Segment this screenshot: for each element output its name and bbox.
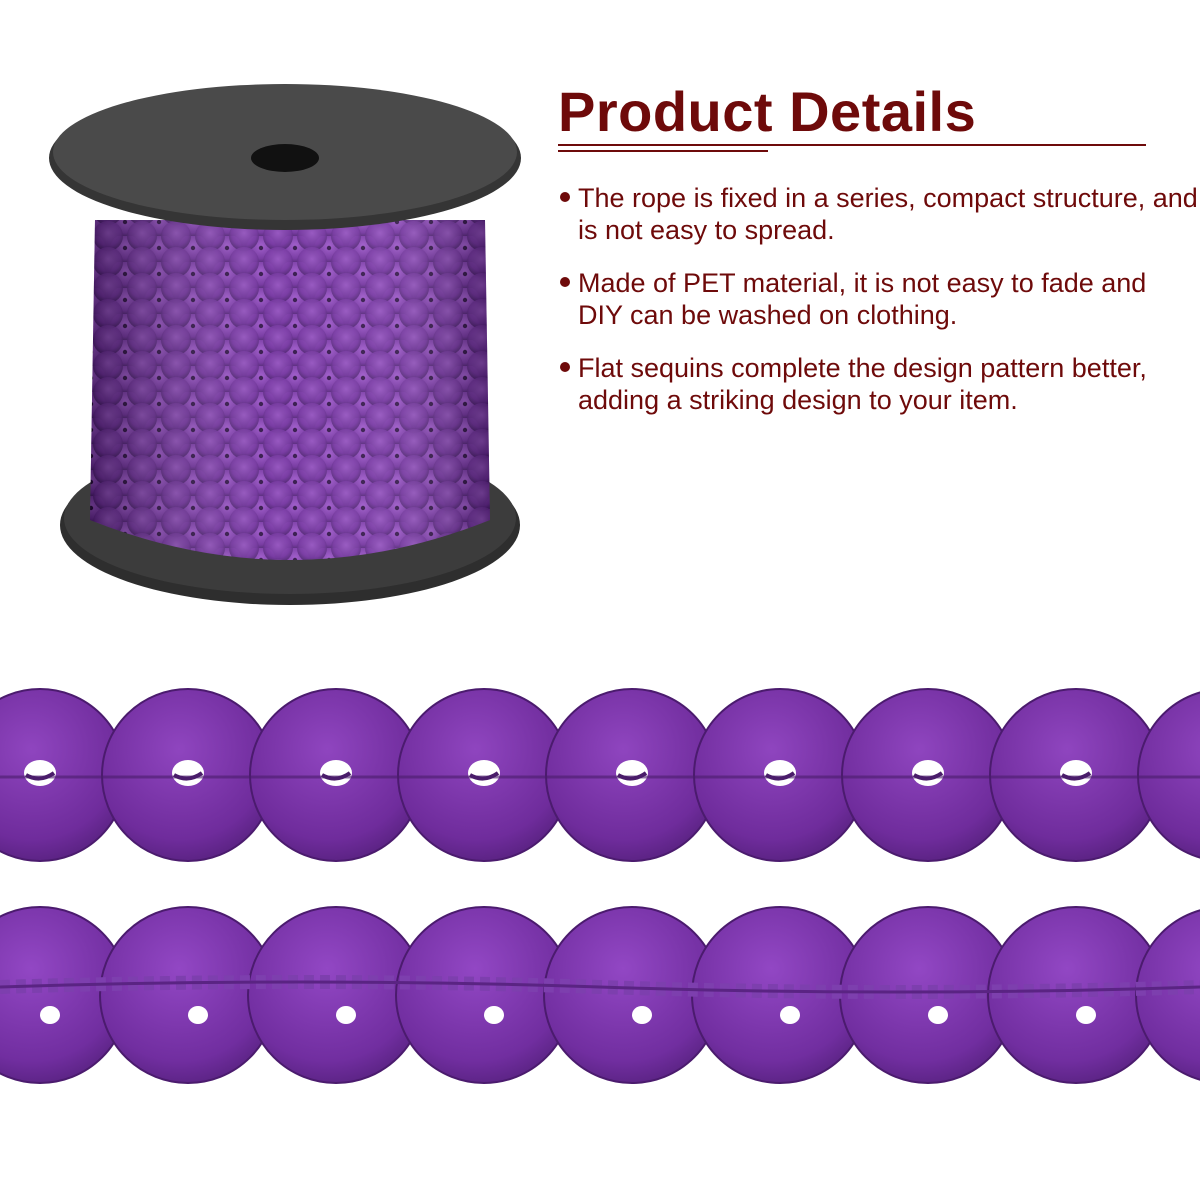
product-details-panel: Product Details The rope is fixed in a s…	[558, 80, 1198, 415]
sequin-disc	[249, 688, 423, 862]
feature-item: Flat sequins complete the design pattern…	[558, 352, 1198, 416]
rope-core	[0, 980, 1200, 994]
bullet-dot-icon	[560, 277, 570, 287]
product-details-heading: Product Details	[558, 80, 977, 143]
spool-image	[40, 80, 540, 620]
heading-underline-accent	[558, 150, 768, 152]
sequin-disc	[841, 688, 1015, 862]
feature-text: Flat sequins complete the design pattern…	[578, 353, 1147, 415]
sequin-disc	[397, 688, 571, 862]
sequin-disc	[989, 688, 1163, 862]
feature-item: The rope is fixed in a series, compact s…	[558, 182, 1198, 246]
feature-text: The rope is fixed in a series, compact s…	[578, 183, 1198, 245]
sequin-strip-top	[0, 688, 1200, 862]
heading-underline	[558, 144, 1146, 146]
feature-item: Made of PET material, it is not easy to …	[558, 267, 1198, 331]
sequin-spool-illustration	[49, 84, 521, 605]
sequin-disc	[693, 688, 867, 862]
feature-text: Made of PET material, it is not easy to …	[578, 268, 1147, 330]
sequin-strip-bottom	[0, 906, 1200, 1084]
sequin-disc	[691, 906, 869, 1084]
bullet-dot-icon	[560, 192, 570, 202]
sequin-disc	[545, 688, 719, 862]
sequin-disc	[101, 688, 275, 862]
feature-list: The rope is fixed in a series, compact s…	[558, 182, 1198, 437]
sequin-disc	[1137, 691, 1200, 859]
bullet-dot-icon	[560, 362, 570, 372]
sequin-disc	[395, 906, 573, 1084]
